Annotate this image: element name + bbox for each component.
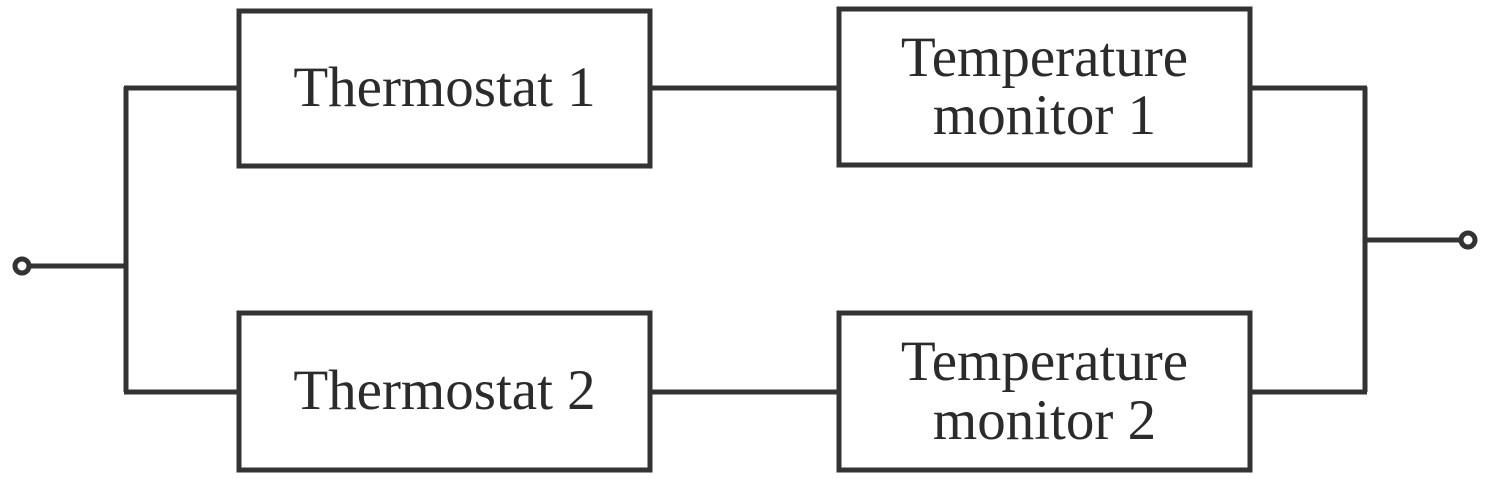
block-temperature-monitor-2[interactable]: Temperature monitor 2 — [839, 313, 1250, 470]
block-label-temperature-monitor-1: Temperature monitor 1 — [900, 25, 1189, 147]
block-outline-thermostat-2 — [236, 310, 653, 473]
block-outline-temperature-monitor-2 — [836, 310, 1253, 473]
block-label-thermostat-2: Thermostat 2 — [293, 359, 596, 423]
block-outlines — [236, 6, 1253, 473]
block-thermostat-2[interactable]: Thermostat 2 — [239, 313, 650, 470]
terminal-nodes — [12, 230, 1478, 276]
input-terminal-icon — [12, 256, 32, 276]
block-outline-temperature-monitor-1 — [836, 6, 1253, 168]
connection-lines — [29, 85, 1461, 395]
block-label-temperature-monitor-2: Temperature monitor 2 — [900, 330, 1189, 452]
output-terminal-icon — [1458, 230, 1478, 250]
block-temperature-monitor-1[interactable]: Temperature monitor 1 — [839, 9, 1250, 165]
block-label-thermostat-1: Thermostat 1 — [293, 56, 596, 120]
block-thermostat-1[interactable]: Thermostat 1 — [239, 11, 650, 166]
block-outline-thermostat-1 — [236, 8, 653, 169]
